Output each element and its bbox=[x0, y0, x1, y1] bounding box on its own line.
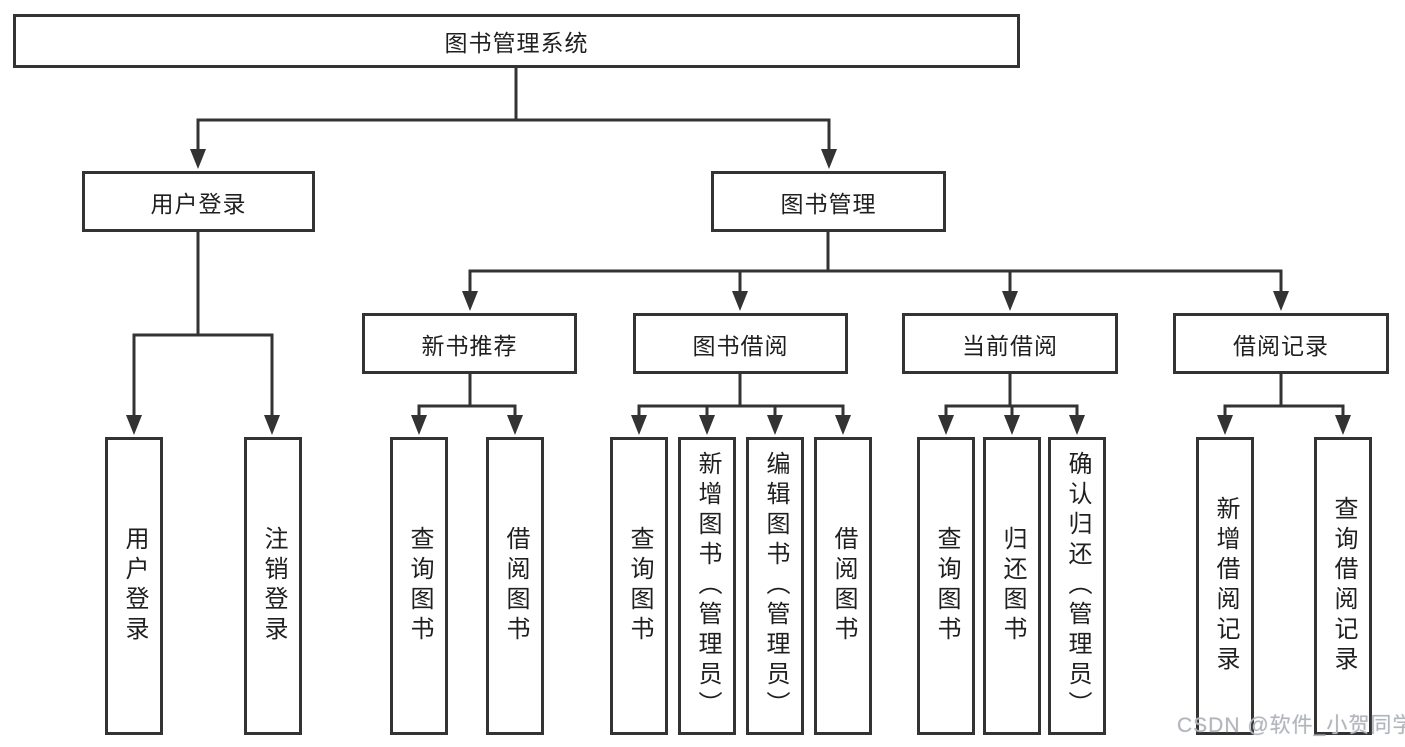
node-new-book-recommend-label: 新书推荐 bbox=[421, 332, 518, 359]
leaf-query-books-borrow: 查询图书 bbox=[610, 437, 668, 735]
leaf-borrow-books-recommend-label: 借阅图书 bbox=[502, 526, 529, 646]
node-borrow-records: 借阅记录 bbox=[1173, 313, 1389, 374]
arrowheads bbox=[126, 149, 1351, 435]
leaf-query-books-recommend-label: 查询图书 bbox=[406, 526, 433, 646]
leaf-add-borrow-record: 新增借阅记录 bbox=[1196, 437, 1254, 735]
node-borrow-records-label: 借阅记录 bbox=[1233, 332, 1329, 359]
leaf-borrow-books-borrow: 借阅图书 bbox=[814, 437, 872, 735]
leaf-add-book-admin-label: 新增图书（管理员） bbox=[694, 451, 721, 721]
node-book-borrow-label: 图书借阅 bbox=[692, 332, 789, 359]
leaf-logout: 注销登录 bbox=[244, 437, 302, 735]
csdn-watermark: CSDN @软件_小贺同学 bbox=[1177, 714, 1405, 737]
leaf-confirm-return-admin-label: 确认归还（管理员） bbox=[1064, 451, 1091, 721]
leaf-add-borrow-record-label: 新增借阅记录 bbox=[1212, 496, 1239, 676]
leaf-return-books-label: 归还图书 bbox=[999, 526, 1026, 646]
leaf-query-books-recommend: 查询图书 bbox=[390, 437, 448, 735]
node-new-book-recommend: 新书推荐 bbox=[362, 313, 577, 374]
leaf-query-books-current: 查询图书 bbox=[917, 437, 975, 735]
node-current-borrow: 当前借阅 bbox=[902, 313, 1118, 374]
leaf-query-borrow-record: 查询借阅记录 bbox=[1314, 437, 1372, 735]
leaf-query-books-current-label: 查询图书 bbox=[933, 526, 960, 646]
leaf-query-books-borrow-label: 查询图书 bbox=[626, 526, 653, 646]
leaf-logout-label: 注销登录 bbox=[260, 526, 287, 646]
node-user-login-branch-label: 用户登录 bbox=[150, 190, 247, 217]
node-root-system: 图书管理系统 bbox=[13, 14, 1020, 68]
leaf-add-book-admin: 新增图书（管理员） bbox=[678, 437, 736, 735]
node-book-borrow: 图书借阅 bbox=[633, 313, 848, 374]
node-book-management-branch: 图书管理 bbox=[711, 171, 946, 232]
node-current-borrow-label: 当前借阅 bbox=[962, 332, 1058, 359]
leaf-confirm-return-admin: 确认归还（管理员） bbox=[1048, 437, 1106, 735]
leaf-borrow-books-borrow-label: 借阅图书 bbox=[830, 526, 857, 646]
node-book-management-branch-label: 图书管理 bbox=[780, 190, 877, 217]
leaf-user-login: 用户登录 bbox=[105, 437, 163, 735]
leaf-user-login-label: 用户登录 bbox=[121, 526, 148, 646]
leaf-edit-book-admin-label: 编辑图书（管理员） bbox=[762, 451, 789, 721]
leaf-borrow-books-recommend: 借阅图书 bbox=[486, 437, 544, 735]
node-root-label: 图书管理系统 bbox=[444, 30, 589, 56]
leaf-return-books: 归还图书 bbox=[983, 437, 1041, 735]
leaf-query-borrow-record-label: 查询借阅记录 bbox=[1330, 496, 1357, 676]
leaf-edit-book-admin: 编辑图书（管理员） bbox=[746, 437, 804, 735]
node-user-login-branch: 用户登录 bbox=[82, 171, 315, 232]
